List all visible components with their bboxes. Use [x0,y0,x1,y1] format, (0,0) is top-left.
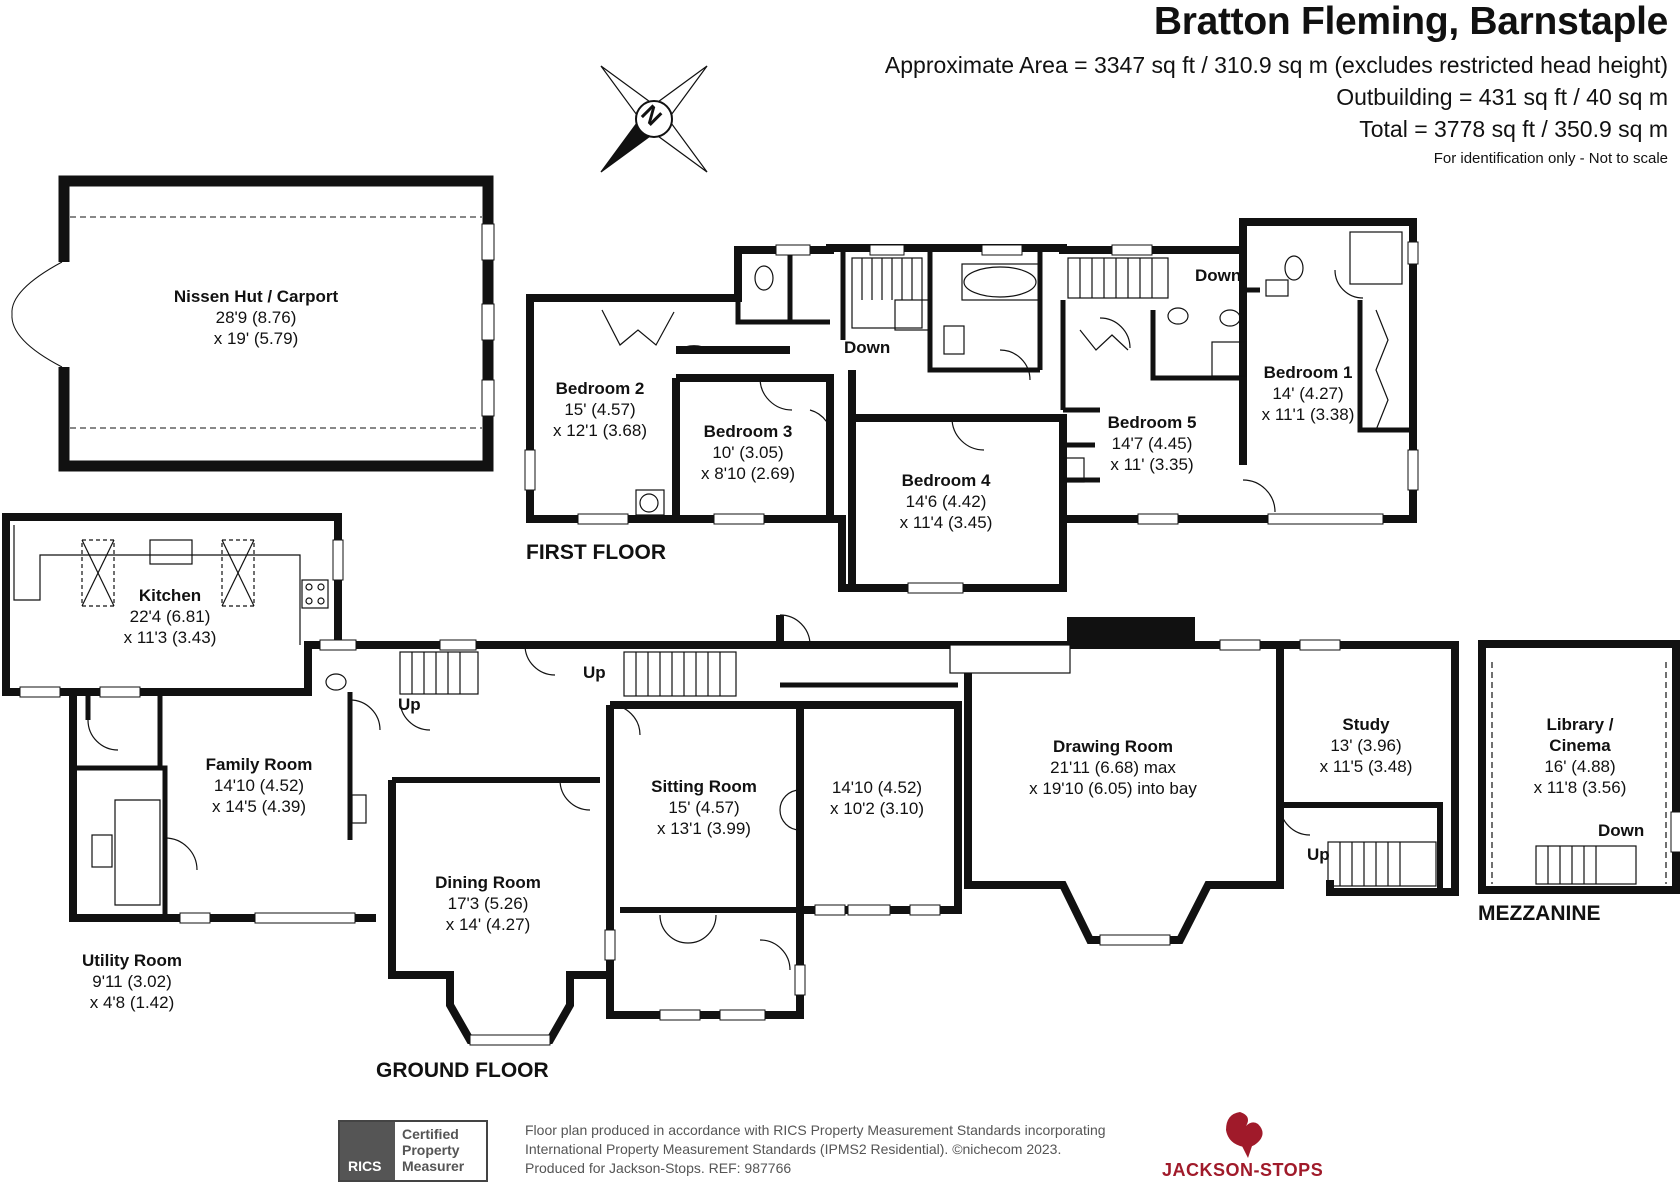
room-drawing-room: Drawing Room 21'11 (6.68) max x 19'10 (6… [1029,736,1197,799]
room-dimension: 14'6 (4.42) [905,492,987,511]
room-dimension: x 12'1 (3.68) [553,421,647,440]
room-dimension: 15' (4.57) [668,798,740,817]
room-bedroom-3: Bedroom 3 10' (3.05) x 8'10 (2.69) [701,421,795,484]
compass-rose [600,65,708,173]
room-dimension: 21'11 (6.68) max [1050,758,1176,777]
room-dimension: 13' (3.96) [1330,736,1402,755]
room-name: Bedroom 4 [901,471,991,490]
stairs-up-label: Up [583,663,606,682]
approximate-area: Approximate Area = 3347 sq ft / 310.9 sq… [884,52,1668,78]
footer-line: International Property Measurement Stand… [525,1141,1062,1157]
room-dimension: x 11'8 (3.56) [1533,778,1627,797]
room-dimension: x 14'5 (4.39) [212,797,306,816]
stairs-up-label: Up [1307,845,1330,864]
page-title: Bratton Fleming, Barnstaple [1153,0,1668,43]
ground-floor-fixtures [13,525,1311,971]
room-dimension: 10' (3.05) [712,443,784,462]
room-family-room: Family Room 14'10 (4.52) x 14'5 (4.39) [206,754,313,817]
total-area: Total = 3778 sq ft / 350.9 sq m [1359,116,1668,142]
outbuilding-area: Outbuilding = 431 sq ft / 40 sq m [1336,84,1668,110]
room-name: Utility Room [81,951,183,970]
rics-logo-block: RICS [340,1122,395,1180]
room-dimension: 22'4 (6.81) [129,607,211,626]
ground-floor-label: GROUND FLOOR [376,1059,549,1082]
room-utility-room: Utility Room 9'11 (3.02) x 4'8 (1.42) [82,950,182,1013]
footer-disclaimer: Floor plan produced in accordance with R… [525,1121,1106,1178]
stairs-down-label: Down [844,338,891,357]
rics-certified-badge: RICS Certified Property Measurer [338,1120,488,1182]
room-name: Bedroom 5 [1107,413,1197,432]
room-name: Dining Room [435,873,541,892]
room-name: Bedroom 3 [703,422,793,441]
room-dimension: x 8'10 (2.69) [701,464,795,483]
room-dimension: x 11'3 (3.43) [123,628,217,647]
ground-floor-windows [19,539,1680,1046]
room-dimension: 14'10 (4.52) [213,776,305,795]
room-dimension: 14'7 (4.45) [1111,434,1193,453]
room-bedroom-5: Bedroom 5 14'7 (4.45) x 11' (3.35) [1108,412,1197,475]
room-nissen-hut: Nissen Hut / Carport 28'9 (8.76) x 19' (… [174,286,338,349]
first-floor-stairs [851,257,1169,331]
room-bedroom-2: Bedroom 2 15' (4.57) x 12'1 (3.68) [553,378,647,441]
scale-note: For identification only - Not to scale [1433,150,1668,167]
room-name: Bedroom 2 [555,379,645,398]
jackson-stops-brand: JACKSON-STOPS [1162,1160,1324,1180]
room-dimension: x 4'8 (1.42) [89,993,175,1012]
room-name: Nissen Hut / Carport [173,287,339,306]
stairs-down-label: Down [1598,821,1645,840]
footer-line: Produced for Jackson-Stops. REF: 987766 [525,1160,792,1176]
first-floor-fixtures [601,231,1403,516]
footer-line: Floor plan produced in accordance with R… [525,1122,1106,1138]
room-dimension: x 10'2 (3.10) [830,799,924,818]
room-sitting-room: Sitting Room 15' (4.57) x 13'1 (3.99) [651,776,757,839]
room-dimension: x 13'1 (3.99) [657,819,751,838]
room-kitchen: Kitchen 22'4 (6.81) x 11'3 (3.43) [124,585,217,648]
first-floor-label: FIRST FLOOR [526,541,666,564]
room-dining-room: Dining Room 17'3 (5.26) x 14' (4.27) [435,872,541,935]
first-floor-windows [524,241,1419,594]
room-bedroom-4: Bedroom 4 14'6 (4.42) x 11'4 (3.45) [900,470,993,533]
room-dimension: 17'3 (5.26) [447,894,529,913]
room-dimension: x 19' (5.79) [213,329,299,348]
room-name: Drawing Room [1053,737,1173,756]
room-bedroom-1: Bedroom 1 14' (4.27) x 11'1 (3.38) [1262,362,1355,425]
nissen-hut-walls [11,175,495,472]
room-dimension: 28'9 (8.76) [215,308,297,327]
room-dimension: 16' (4.88) [1544,757,1616,776]
rics-badge-line: Measurer [402,1158,465,1174]
rics-badge-line: Property [402,1142,460,1158]
mezzanine-label: MEZZANINE [1478,902,1601,925]
room-name: Library / [1546,715,1614,734]
room-dimension: x 11'5 (3.48) [1319,757,1413,776]
room-library-cinema: Library / Cinema 16' (4.88) x 11'8 (3.56… [1534,714,1627,798]
room-dimension: 15' (4.57) [564,400,636,419]
rics-word: RICS [348,1158,382,1174]
room-name: Cinema [1549,736,1611,755]
room-name: Kitchen [138,586,202,605]
room-dimension: 14'10 (4.52) [831,778,923,797]
room-name: Sitting Room [651,777,757,796]
room-name: Bedroom 1 [1263,363,1353,382]
room-dimension: x 14' (4.27) [445,915,531,934]
room-dimension: x 19'10 (6.05) into bay [1029,779,1197,798]
stairs-up-label: Up [398,695,421,714]
stairs-down-label: Down [1195,266,1242,285]
room-name: Study [1342,715,1390,734]
rics-badge-text: Certified Property Measurer [402,1126,464,1174]
room-study: Study 13' (3.96) x 11'5 (3.48) [1320,714,1413,777]
room-dimension: x 11' (3.35) [1110,455,1194,474]
room-dimension: 9'11 (3.02) [92,972,172,991]
jackson-stops-logo-icon [1226,1112,1263,1158]
ground-floor-stairs [399,651,1667,887]
room-unnamed: 14'10 (4.52) x 10'2 (3.10) [830,777,924,819]
room-dimension: x 11'4 (3.45) [899,513,993,532]
room-dimension: x 11'1 (3.38) [1261,405,1355,424]
rics-badge-line: Certified [402,1126,459,1142]
room-dimension: 14' (4.27) [1272,384,1344,403]
room-name: Family Room [205,755,313,774]
